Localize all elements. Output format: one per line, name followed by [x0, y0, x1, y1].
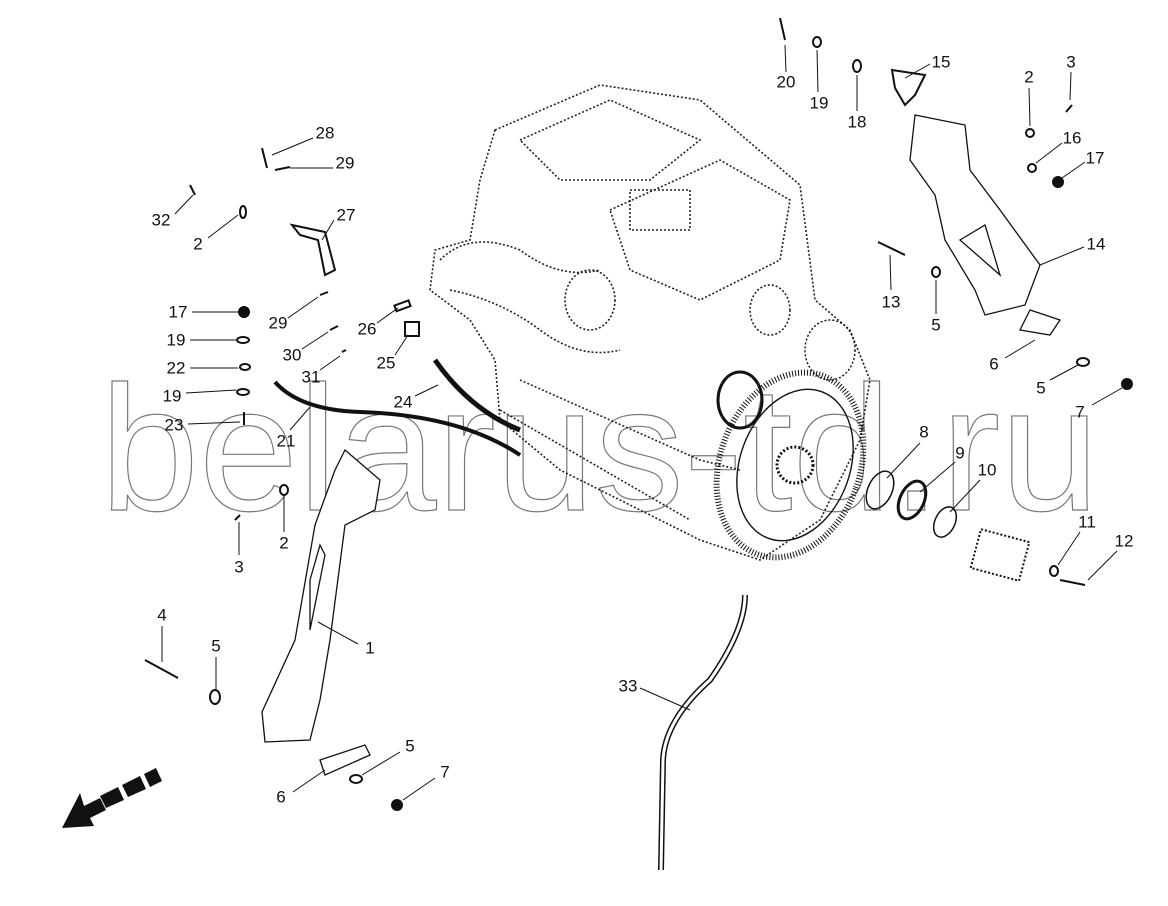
- dipstick-tube: [658, 594, 748, 871]
- front-direction-arrow-icon: [62, 768, 162, 828]
- callout-label: 21: [276, 431, 296, 451]
- callout-label: 33: [618, 676, 638, 696]
- callout-label: 6: [276, 787, 286, 807]
- oring-10: [932, 506, 958, 538]
- callout-label: 9: [955, 443, 965, 463]
- callout-label: 12: [1114, 531, 1134, 551]
- fasteners: [144, 17, 1133, 811]
- callout-label: 2: [193, 234, 203, 254]
- callout-label: 8: [919, 422, 929, 442]
- callout-label: 32: [151, 210, 171, 230]
- callout-label: 31: [301, 367, 321, 387]
- callout-label: 22: [166, 358, 186, 378]
- callout-label: 7: [1075, 402, 1085, 422]
- hose-21: [273, 380, 522, 457]
- callout-label: 10: [977, 460, 997, 480]
- callout-label: 15: [931, 52, 951, 72]
- bracket-left: [261, 448, 381, 776]
- callout-label: 17: [1085, 148, 1105, 168]
- callout-label: 28: [315, 123, 335, 143]
- callout-label: 5: [405, 736, 415, 756]
- callout-label: 5: [211, 636, 221, 656]
- callout-label: 25: [376, 353, 396, 373]
- callout-label: 18: [847, 112, 867, 132]
- callout-label: 27: [336, 205, 356, 225]
- plate-9: [896, 479, 928, 521]
- callout-label: 1: [365, 638, 375, 658]
- callout-label: 20: [776, 72, 796, 92]
- callout-label: 19: [809, 93, 829, 113]
- callout-label: 14: [1086, 234, 1106, 254]
- gasket-8: [865, 470, 895, 510]
- callout-label: 30: [282, 345, 302, 365]
- flywheel: [713, 319, 867, 561]
- engine-assembly: [429, 84, 871, 561]
- callout-label: 26: [357, 319, 377, 339]
- callout-label: 29: [268, 313, 288, 333]
- starter-part: [969, 527, 1031, 583]
- callout-label: 23: [164, 415, 184, 435]
- callout-label: 4: [157, 605, 167, 625]
- callout-label: 13: [881, 292, 901, 312]
- callout-label: 3: [234, 557, 244, 577]
- callout-label: 2: [279, 533, 289, 553]
- callout-label: 29: [335, 153, 355, 173]
- bracket-right: [909, 114, 1062, 336]
- callout-label: 5: [931, 315, 941, 335]
- callout-label: 19: [162, 386, 182, 406]
- callout-label: 2: [1024, 67, 1034, 87]
- hose-24: [432, 358, 521, 433]
- callout-label: 6: [989, 354, 999, 374]
- callout-label: 3: [1066, 52, 1076, 72]
- callout-label: 19: [166, 330, 186, 350]
- callout-label: 17: [168, 302, 188, 322]
- callout-label: 16: [1062, 128, 1082, 148]
- watermark: belarus-td.ru: [100, 349, 1099, 548]
- leader-lines: [161, 44, 1123, 801]
- callout-label: 5: [1036, 378, 1046, 398]
- callout-label: 24: [393, 392, 413, 412]
- callout-label: 11: [1078, 512, 1096, 532]
- callout-label: 7: [440, 762, 450, 782]
